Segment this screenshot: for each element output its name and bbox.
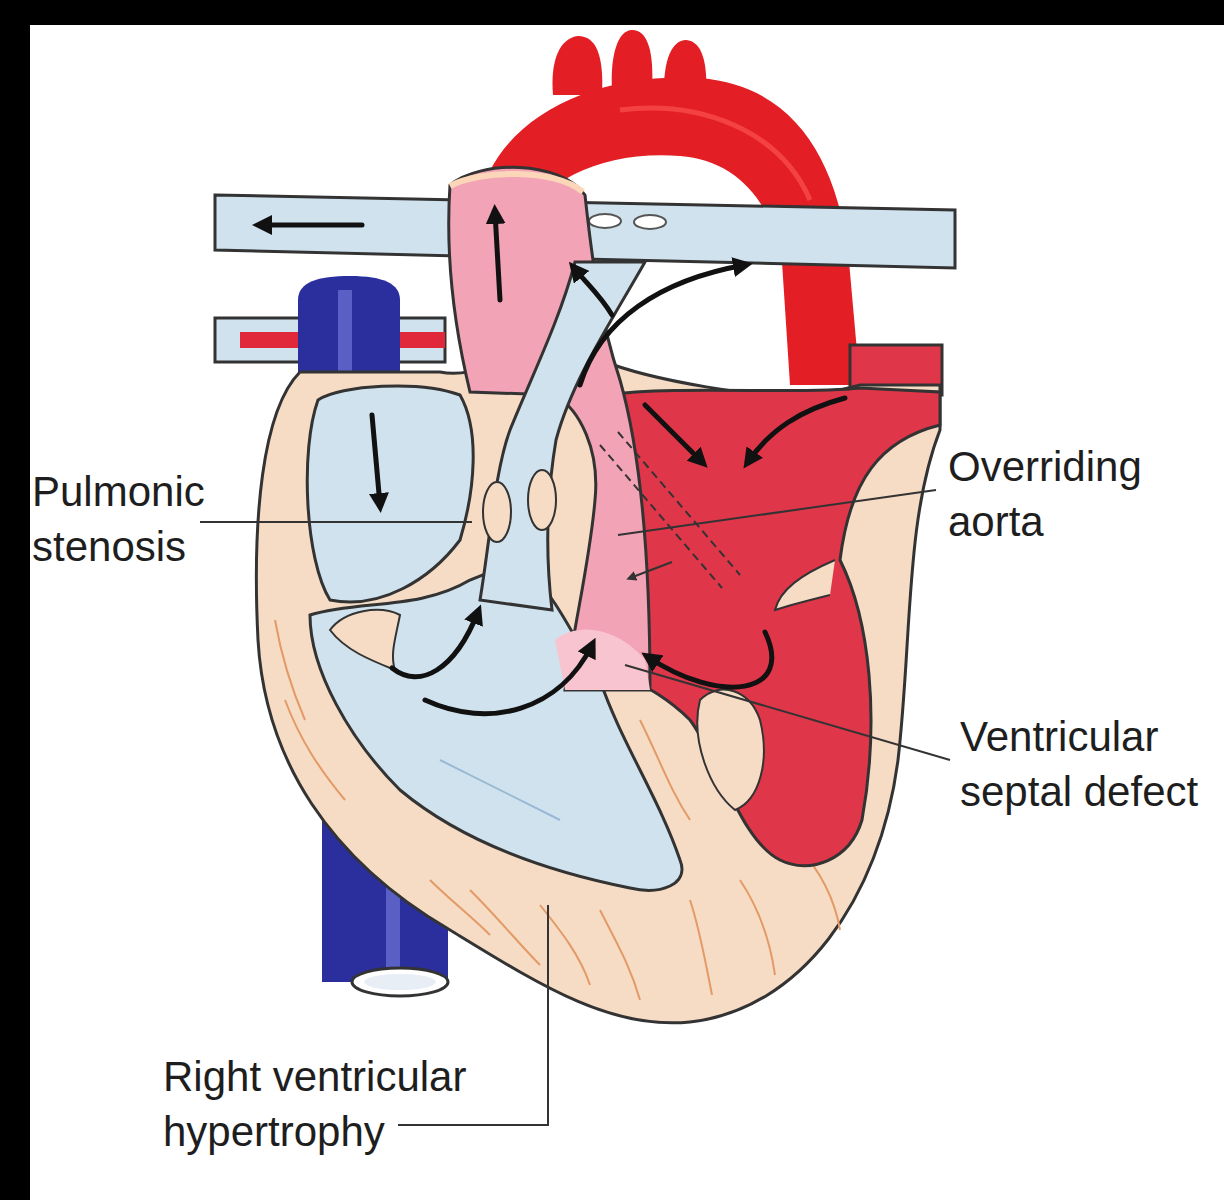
papillary-muscle <box>697 690 763 810</box>
flow-arrows <box>260 212 845 714</box>
small-flow-arrow <box>630 562 672 578</box>
flow-arrow <box>574 268 612 315</box>
aortic-wall <box>450 174 583 192</box>
muscle-streak <box>690 900 712 995</box>
leader-line <box>625 665 950 760</box>
vessel-ring <box>589 214 621 228</box>
leader-line <box>200 521 472 523</box>
vessel-opening <box>352 968 448 996</box>
stenotic-valve <box>483 482 511 542</box>
muscle-streak <box>430 880 490 935</box>
muscle-streak <box>470 890 540 965</box>
muscle-streak <box>600 910 640 1000</box>
ventricle-texture <box>440 760 560 820</box>
dashed-line <box>618 432 740 575</box>
flow-arrow <box>372 415 380 505</box>
muscle-streak <box>285 700 345 800</box>
septum-channel <box>600 432 740 588</box>
flow-arrow <box>748 398 845 462</box>
flow-arrow <box>495 212 500 300</box>
white-ground <box>30 25 1224 1200</box>
muscle-streak <box>740 880 775 975</box>
flow-arrow <box>580 265 745 385</box>
aortic-branch <box>552 36 602 95</box>
flow-arrow <box>260 223 362 228</box>
part-label: Overriding aorta <box>948 440 1188 549</box>
muscle-streak <box>275 620 305 720</box>
arch-highlight <box>620 108 810 200</box>
flow-arrow <box>392 612 478 677</box>
left-heart-chambers <box>605 388 940 866</box>
leader-lines <box>200 490 950 1125</box>
part-label: Right ventricular hypertrophy <box>163 1050 493 1159</box>
part-label: Pulmonic stenosis <box>32 465 222 574</box>
dashed-line <box>600 445 722 588</box>
mitral-valve <box>775 560 835 610</box>
right-atrium <box>307 386 473 602</box>
part-label: Ventricular septal defect <box>960 710 1222 819</box>
flow-arrow <box>648 632 772 687</box>
stenotic-valve <box>528 470 556 530</box>
leader-line <box>618 490 936 535</box>
vessel-opening <box>364 974 436 990</box>
flow-arrow <box>425 645 592 714</box>
vessel-ring <box>634 215 666 229</box>
tricuspid-valve <box>330 610 400 670</box>
flow-arrow <box>645 405 702 462</box>
